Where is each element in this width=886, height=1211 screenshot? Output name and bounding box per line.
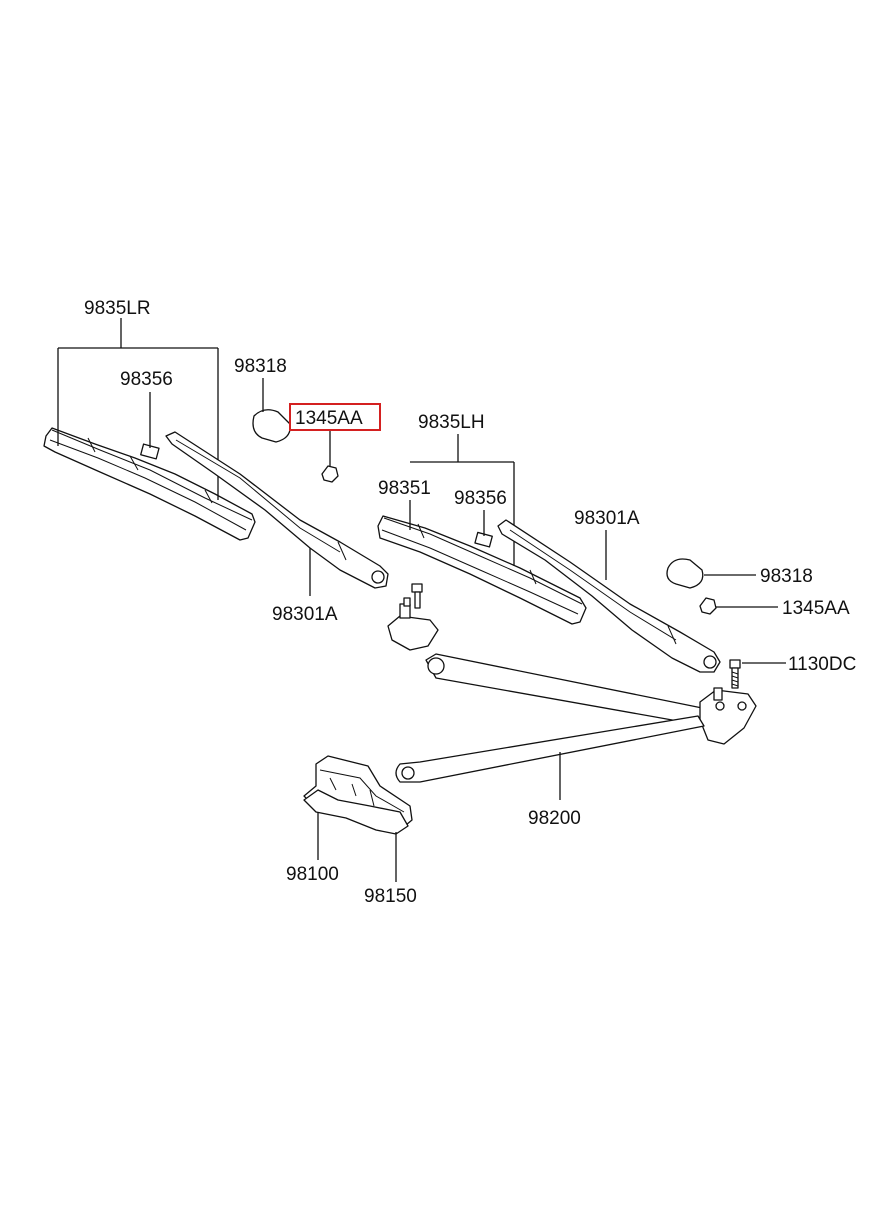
label-1345aa-rh[interactable]: 1345AA	[295, 408, 363, 429]
label-98356-rh[interactable]: 98356	[120, 369, 173, 390]
label-98356-lh[interactable]: 98356	[454, 488, 507, 509]
blade-assembly-lh	[377, 515, 587, 625]
motor-cover	[303, 789, 409, 835]
refill-clip-rh	[140, 443, 160, 460]
blade-assembly-rh	[43, 427, 256, 541]
wiper-linkage	[387, 583, 757, 783]
refill-clip-lh	[474, 531, 493, 548]
label-1130dc[interactable]: 1130DC	[788, 654, 856, 675]
label-98351[interactable]: 98351	[378, 478, 431, 499]
label-9835lr[interactable]: 9835LR	[84, 298, 151, 319]
label-9835lh[interactable]: 9835LH	[418, 412, 485, 433]
label-98150[interactable]: 98150	[364, 886, 417, 907]
label-98301a-lh[interactable]: 98301A	[574, 508, 640, 529]
cap-rh	[252, 409, 291, 443]
label-98301a-rh[interactable]: 98301A	[272, 604, 338, 625]
bolt-lh	[729, 659, 741, 689]
label-98200[interactable]: 98200	[528, 808, 581, 829]
label-1345aa-lh[interactable]: 1345AA	[782, 598, 850, 619]
label-98318-lh[interactable]: 98318	[760, 566, 813, 587]
nut-rh	[321, 465, 339, 483]
wiper-arm-lh	[497, 519, 721, 673]
label-98318-rh[interactable]: 98318	[234, 356, 287, 377]
label-98100[interactable]: 98100	[286, 864, 339, 885]
leader-9835lh	[410, 434, 515, 566]
bolt-small	[411, 583, 423, 609]
highlight-box-1345aa	[289, 403, 381, 431]
wiper-arm-rh	[165, 431, 389, 589]
nut-lh	[699, 597, 717, 615]
cap-lh	[666, 558, 704, 589]
